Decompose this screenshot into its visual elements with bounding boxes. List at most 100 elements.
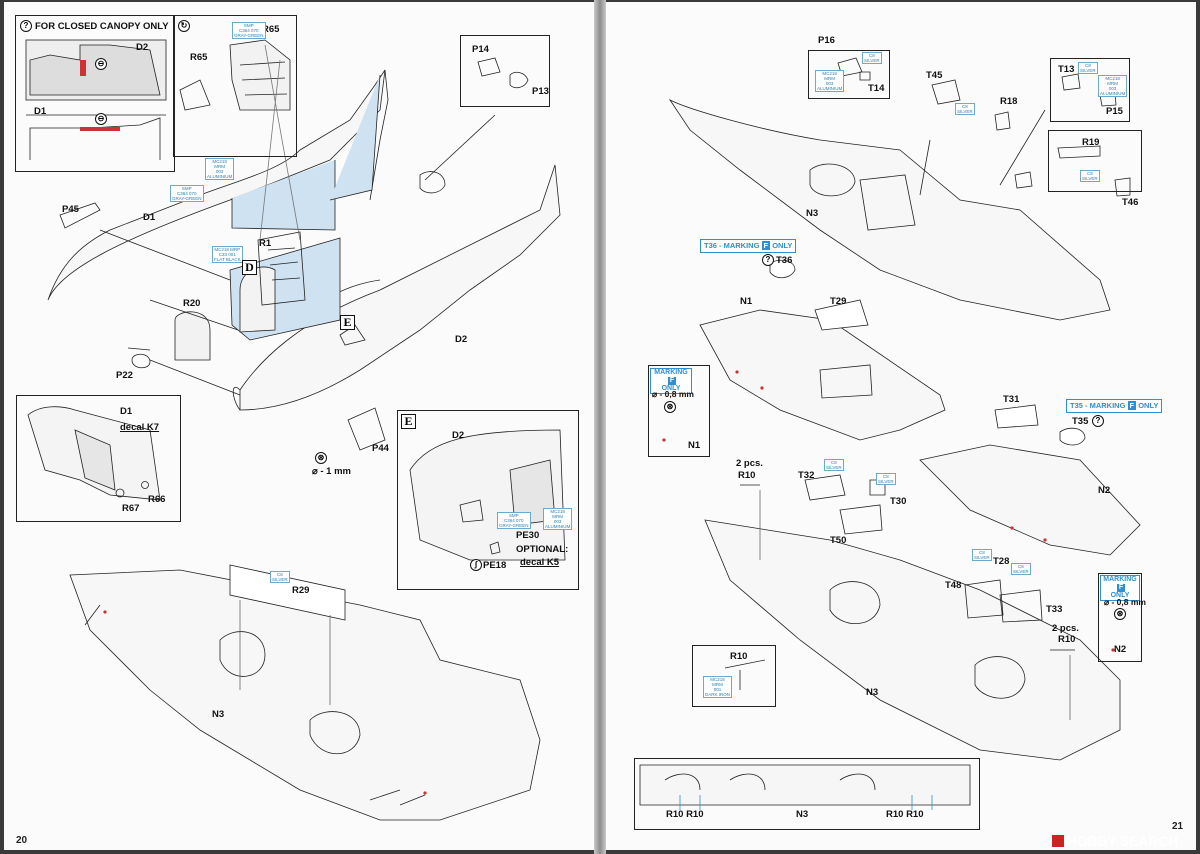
r10-detail-box xyxy=(692,645,776,707)
paint-tag: C8 SILVER xyxy=(876,473,896,485)
drill-icon: ⊛ xyxy=(315,452,327,464)
part-label: T50 xyxy=(830,535,847,546)
part-label: P44 xyxy=(372,443,389,454)
part-label: T31 xyxy=(1003,394,1020,405)
paint-tag: MC218 MRM 003 ALUMINIUM xyxy=(815,70,845,92)
paint-tag: C8 SILVER xyxy=(1078,62,1098,74)
part-label: R19 xyxy=(1082,137,1100,148)
paint-tag: MC218 MRM 003 ALUMINIUM xyxy=(205,158,235,180)
part-label: T30 xyxy=(890,496,907,507)
part-label: R29 xyxy=(292,585,310,596)
part-label: T13 xyxy=(1058,64,1075,75)
optional-label: OPTIONAL: xyxy=(516,544,569,555)
drill-size: ⌀ - 0,8 mm xyxy=(652,389,694,399)
part-label: D2 xyxy=(455,334,468,345)
decal-ref: decal K5 xyxy=(520,557,560,568)
marking-badge: MARKINGF ONLY xyxy=(1100,575,1140,601)
drill-icon: ⊛ xyxy=(664,401,676,413)
page-gutter xyxy=(594,0,606,854)
marking-badge-line2: ONLY xyxy=(1110,592,1130,599)
remove-icon: ⊖ xyxy=(95,58,107,70)
canopy-detail-box xyxy=(15,15,175,172)
marking-badge: MARKINGF ONLY xyxy=(650,368,692,394)
section-letter: E xyxy=(401,414,416,429)
part-label: T36 xyxy=(776,255,793,266)
marking-badge-line2: ONLY xyxy=(661,385,681,392)
paint-tag: C8 SILVER xyxy=(955,103,975,115)
part-label: N3 xyxy=(866,687,879,698)
paint-tag: C8 SILVER xyxy=(270,571,290,583)
paint-tag: SMP C364 070 GRAY-GREEN xyxy=(497,512,531,529)
paint-tag: MC218 MRM 003 ALUMINIUM xyxy=(543,508,573,530)
d1-detail-box xyxy=(16,395,181,522)
n2-marking-box xyxy=(1098,573,1142,662)
part-label: D1 xyxy=(34,106,47,117)
quantity-label: 2 pcs. xyxy=(736,458,763,469)
part-label: R65 xyxy=(190,52,208,63)
marking-f: F xyxy=(667,377,677,385)
paint-tag: MC218 MRM 003 ALUMINIUM xyxy=(1098,75,1128,97)
page-number-left: 20 xyxy=(16,835,28,846)
part-label: P45 xyxy=(62,204,79,215)
n1-marking-box xyxy=(648,365,710,457)
watermark: HOBBY SEARCH xyxy=(1052,833,1178,849)
section-letter: D xyxy=(242,260,257,275)
part-label: R10 R10 xyxy=(886,809,924,820)
drill-size: ⌀ - 1 mm xyxy=(312,466,351,477)
part-label: P14 xyxy=(472,44,489,55)
part-label: N3 xyxy=(796,809,809,820)
quantity-label: 2 pcs. xyxy=(1052,623,1079,634)
marking-note-prefix: T35 - MARKING xyxy=(1070,401,1126,410)
part-label: N2 xyxy=(1114,644,1127,655)
part-label: R10 xyxy=(738,470,756,481)
paint-tag: SMP C364 070 GRAY-GREEN xyxy=(170,185,204,202)
part-label: D1 xyxy=(143,212,156,223)
question-icon: ? xyxy=(1092,415,1104,427)
seat-detail-box xyxy=(173,15,297,157)
part-label: R66 xyxy=(148,494,166,505)
watermark-text: HOBBY SEARCH xyxy=(1067,833,1178,849)
part-label: N1 xyxy=(688,440,701,451)
marking-badge-line1: MARKING xyxy=(1103,576,1137,583)
part-label: N1 xyxy=(740,296,753,307)
paint-tag: MC218 MRM 001 DARK IRON xyxy=(703,676,733,698)
paint-tag: C8 SILVER xyxy=(972,549,992,561)
part-label: P15 xyxy=(1106,106,1123,117)
t13-detail-box xyxy=(1050,58,1130,122)
section-letter: E xyxy=(340,315,355,330)
paint-tag: C8 SILVER xyxy=(862,52,882,64)
part-label: R10 xyxy=(730,651,748,662)
marking-badge-line1: MARKING xyxy=(654,369,688,376)
part-label: PE30 xyxy=(516,530,540,541)
part-label: T29 xyxy=(830,296,847,307)
marking-note-prefix: T36 - MARKING xyxy=(704,241,760,250)
canopy-box-title: FOR CLOSED CANOPY ONLY xyxy=(35,21,169,32)
r19-detail-box xyxy=(1048,130,1142,192)
part-label: T32 xyxy=(798,470,815,481)
part-label: R10 xyxy=(1058,634,1076,645)
part-label: T14 xyxy=(868,83,885,94)
decal-ref: decal K7 xyxy=(120,422,160,433)
rotate-icon: ↻ xyxy=(178,20,190,32)
marking-note: T35 - MARKING F ONLY xyxy=(1066,399,1163,413)
part-label: R65 xyxy=(262,24,280,35)
part-label: N2 xyxy=(1098,485,1111,496)
part-label: T28 xyxy=(993,556,1010,567)
p16-detail-box xyxy=(808,50,890,99)
part-label: R1 xyxy=(259,238,272,249)
marking-note: T36 - MARKING F ONLY xyxy=(700,239,797,253)
hobby-search-logo-icon xyxy=(1052,835,1064,847)
part-label: R10 R10 xyxy=(666,809,704,820)
part-label: T46 xyxy=(1122,197,1139,208)
part-label: D1 xyxy=(120,406,133,417)
part-label: R67 xyxy=(122,503,140,514)
part-label: P16 xyxy=(818,35,835,46)
drill-size: ⌀ - 0,8 mm xyxy=(1104,597,1146,607)
part-label: P13 xyxy=(532,86,549,97)
paint-tag: SMP C364 070 GRAY-GREEN xyxy=(232,22,266,39)
page-number-right: 21 xyxy=(1172,821,1184,832)
part-label: N3 xyxy=(806,208,819,219)
marking-note-suffix: ONLY xyxy=(772,241,793,250)
